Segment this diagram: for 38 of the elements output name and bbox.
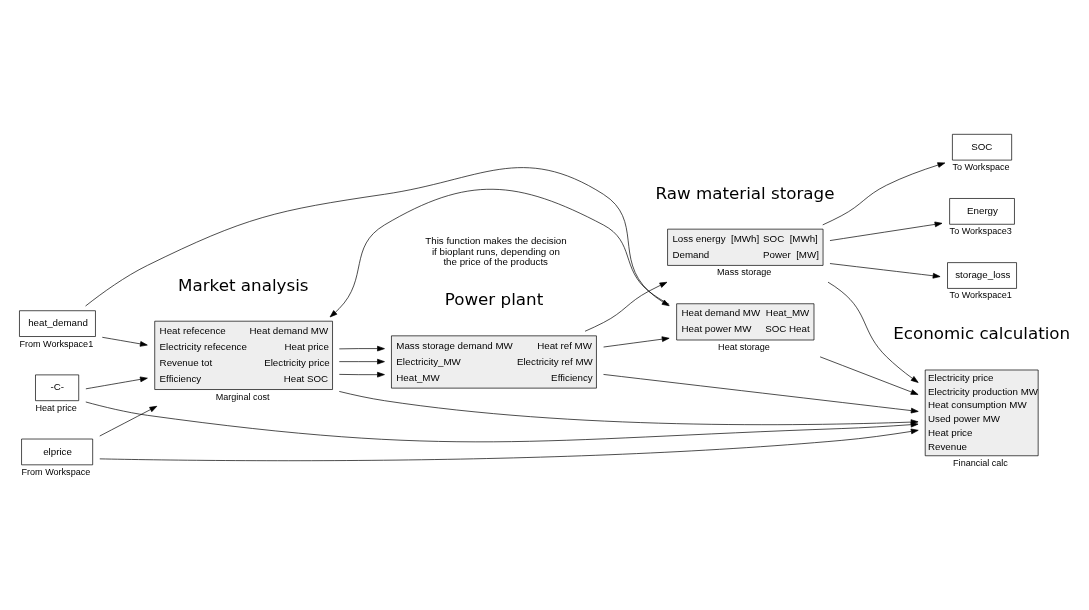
arrow xyxy=(603,373,919,413)
arrow xyxy=(338,371,385,377)
node-label: Heat price xyxy=(35,402,77,413)
arrow xyxy=(85,166,670,306)
node-box: storage_loss xyxy=(947,261,1017,289)
node-box: SOC xyxy=(952,133,1012,160)
label: Raw material storage xyxy=(655,182,835,203)
arrow xyxy=(99,428,919,461)
node-label: To Workspace xyxy=(952,161,1010,172)
node-label: Mass storage xyxy=(717,266,772,277)
arrow xyxy=(101,336,148,347)
arrow xyxy=(603,335,670,347)
label: This function makes the decision if bioplant runs, depending on the price of the products xyxy=(425,234,567,267)
node-label: From Workspace1 xyxy=(19,338,94,349)
node-box: -C- xyxy=(35,374,80,401)
node-label: From Workspace xyxy=(21,466,91,477)
label: Market analysis xyxy=(178,274,309,295)
node-label: Marginal cost xyxy=(215,391,270,402)
arrow xyxy=(827,281,919,383)
node-label: Heat storage xyxy=(718,341,770,352)
arrow xyxy=(338,345,385,351)
arrow xyxy=(822,161,946,225)
arrow xyxy=(329,188,670,317)
label: Power plant xyxy=(444,288,544,309)
node-label: Financial calc xyxy=(953,457,1008,468)
node-box: Energy xyxy=(949,197,1015,225)
arrow xyxy=(819,356,919,395)
arrow xyxy=(338,358,385,364)
arrow xyxy=(829,262,941,279)
node-label: To Workspace3 xyxy=(949,225,1012,236)
arrow xyxy=(99,405,158,436)
arrow xyxy=(85,376,148,389)
arrow xyxy=(584,281,668,332)
label: Economic calculation xyxy=(893,322,1071,343)
node-label: To Workspace1 xyxy=(949,289,1012,300)
node-box: elprice xyxy=(21,438,93,465)
node-box: heat_demand xyxy=(19,309,96,337)
arrow xyxy=(829,221,943,241)
